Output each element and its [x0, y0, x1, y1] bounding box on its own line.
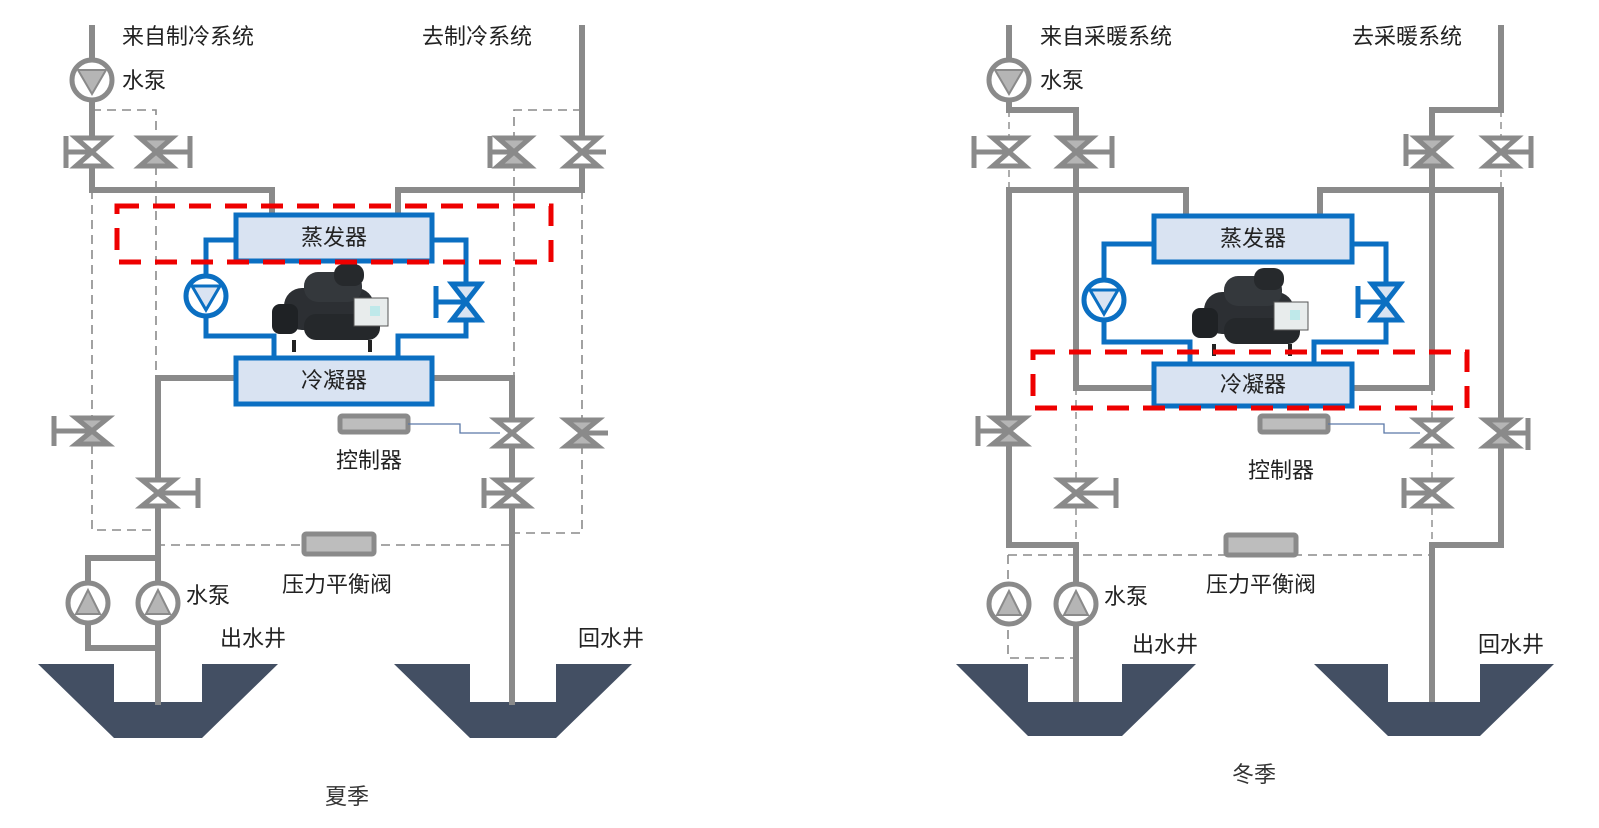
refrigerant-loop — [1101, 241, 1389, 364]
source-label: 来自制冷系统 — [122, 25, 254, 50]
valve-icon[interactable] — [1408, 417, 1456, 449]
dest-label: 去制冷系统 — [422, 25, 532, 50]
controller[interactable] — [337, 413, 500, 435]
valve-icon[interactable] — [1052, 477, 1119, 509]
return-well — [1314, 664, 1554, 736]
valve-icon[interactable] — [1477, 417, 1531, 450]
valve-icon[interactable] — [975, 415, 1033, 447]
refrigerant-pump-icon — [1081, 277, 1127, 323]
evaporator-label: 蒸发器 — [301, 226, 367, 251]
valve-icon[interactable] — [134, 477, 201, 509]
summer-diagram: 蒸发器 冷凝器 — [38, 25, 644, 810]
well-pump-label: 水泵 — [1104, 585, 1148, 610]
expansion-valve-icon — [1355, 281, 1406, 323]
well-pump-label: 水泵 — [186, 584, 230, 609]
valve-icon[interactable] — [1478, 135, 1534, 169]
refrigerant-loop — [203, 237, 469, 360]
well-pump-icon — [1053, 581, 1099, 627]
well-pump-icon — [986, 581, 1032, 627]
pressure-balance-valve[interactable] — [1223, 532, 1299, 558]
evaporator[interactable]: 蒸发器 — [233, 212, 435, 264]
return-well-label: 回水井 — [1478, 633, 1544, 658]
condenser-label: 冷凝器 — [301, 369, 367, 394]
outlet-well-label: 出水井 — [220, 627, 286, 652]
controller[interactable] — [1257, 413, 1420, 435]
expansion-valve-icon — [433, 281, 486, 323]
well-pump-icon — [135, 580, 181, 626]
valve-icon[interactable] — [1053, 135, 1115, 169]
outlet-well — [38, 664, 278, 738]
condenser[interactable]: 冷凝器 — [233, 355, 435, 407]
evaporator[interactable]: 蒸发器 — [1151, 213, 1355, 265]
winter-diagram: 蒸发器 冷凝器 — [956, 25, 1554, 788]
pressure-valve-label: 压力平衡阀 — [1206, 573, 1316, 598]
top-pump-icon — [986, 57, 1032, 103]
caption-summer: 夏季 — [325, 785, 369, 810]
top-pump-label: 水泵 — [1040, 69, 1084, 94]
valve-icon[interactable] — [1403, 134, 1455, 169]
return-well-label: 回水井 — [578, 627, 644, 652]
top-pump-label: 水泵 — [122, 69, 166, 94]
dest-label: 去采暖系统 — [1352, 25, 1462, 50]
return-well — [394, 664, 632, 738]
evaporator-label: 蒸发器 — [1220, 227, 1286, 252]
compressor-icon — [270, 262, 390, 354]
outlet-well-label: 出水井 — [1132, 633, 1198, 658]
compressor-icon — [1190, 266, 1310, 358]
valve-icon[interactable] — [559, 135, 606, 169]
highlight-evaporator — [114, 203, 554, 265]
valve-icon[interactable] — [51, 415, 116, 447]
highlight-condenser — [1030, 349, 1470, 411]
outlet-well — [956, 664, 1196, 736]
valve-icon[interactable] — [558, 417, 608, 449]
pressure-valve-label: 压力平衡阀 — [282, 573, 392, 598]
valve-icon[interactable] — [971, 135, 1032, 169]
valve-icon[interactable] — [481, 477, 536, 509]
valve-icon[interactable] — [133, 135, 193, 169]
top-pump-icon — [69, 57, 115, 103]
valve-icon[interactable] — [63, 135, 115, 169]
condenser-label: 冷凝器 — [1220, 373, 1286, 398]
valve-icon[interactable] — [487, 135, 537, 169]
well-pump-icon — [65, 580, 111, 626]
condenser[interactable]: 冷凝器 — [1151, 361, 1355, 409]
valve-icon[interactable] — [1401, 477, 1456, 509]
valve-icon[interactable] — [488, 417, 536, 449]
pressure-balance-valve[interactable] — [301, 531, 377, 557]
controller-label: 控制器 — [1248, 459, 1314, 484]
source-label: 来自采暖系统 — [1040, 25, 1172, 50]
controller-label: 控制器 — [336, 449, 402, 474]
refrigerant-pump-icon — [183, 273, 229, 319]
caption-winter: 冬季 — [1232, 763, 1276, 788]
